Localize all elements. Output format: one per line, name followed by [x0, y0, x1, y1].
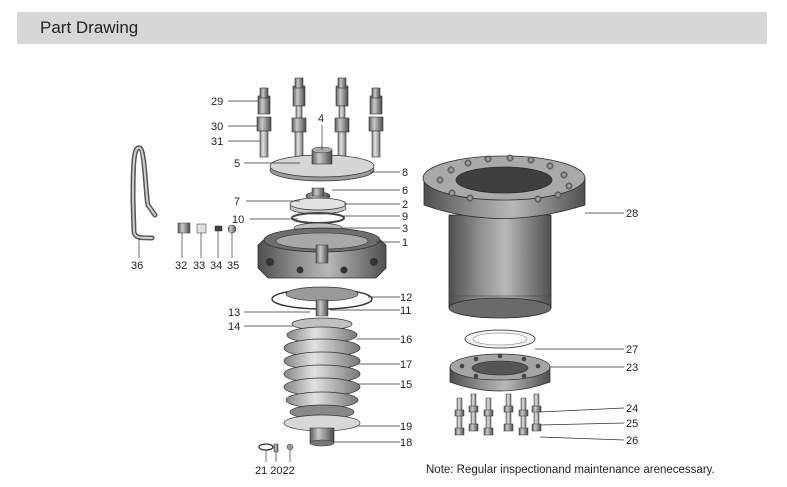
section-header-bar: Part Drawing: [17, 12, 767, 44]
callout-4: 4: [318, 113, 324, 125]
callout-26: 26: [626, 435, 638, 447]
callout-16: 16: [400, 334, 412, 346]
callout-23: 23: [626, 362, 638, 374]
callout-29: 29: [211, 96, 223, 108]
callout-2: 2: [402, 199, 408, 211]
callout-30: 30: [211, 121, 223, 133]
leader-lines: [138, 100, 625, 462]
callout-5: 5: [234, 158, 240, 170]
gasket-ring: [464, 329, 536, 349]
small-hardware-21-20-22: [258, 443, 294, 453]
small-parts-32-35: [177, 222, 237, 234]
stud-bolt-assembly: [256, 77, 384, 163]
callout-14: 14: [228, 321, 240, 333]
washer-stack: [289, 187, 347, 234]
callout-25: 25: [626, 418, 638, 430]
callout-28: 28: [626, 208, 638, 220]
callout-31: 31: [211, 136, 223, 148]
callout-36: 36: [131, 260, 143, 272]
hook-handle: [130, 145, 158, 241]
callout-12: 12: [400, 292, 412, 304]
callout-11: 11: [400, 305, 411, 317]
callout-27: 27: [626, 344, 638, 356]
callout-8: 8: [402, 167, 408, 179]
callout-labels: 29 30 31 4 5 8 6 7 2 10 9 3 1 12 13 11 1…: [131, 96, 638, 477]
callout-24: 24: [626, 403, 638, 415]
section-title: Part Drawing: [40, 18, 139, 37]
callout-10: 10: [232, 214, 244, 226]
callout-18: 18: [400, 437, 412, 449]
callout-34: 34: [210, 260, 222, 272]
callout-7: 7: [234, 196, 240, 208]
outer-housing-cylinder: [422, 154, 586, 319]
maintenance-note: Note: Regular inspectionand maintenance …: [426, 464, 715, 476]
callout-1: 1: [402, 237, 408, 249]
valve-body: [257, 227, 387, 279]
callout-21-20-22: 21 2022: [255, 465, 295, 477]
callout-15: 15: [400, 379, 412, 391]
callout-35: 35: [227, 260, 239, 272]
callout-9: 9: [402, 211, 408, 223]
callout-13: 13: [228, 307, 240, 319]
disc-spring-stack: [283, 326, 361, 420]
bottom-flange: [449, 353, 551, 392]
top-cover-plate: [269, 146, 375, 182]
callout-32: 32: [175, 260, 187, 272]
callout-19: 19: [400, 421, 412, 433]
bottom-plate-and-nut: [283, 414, 361, 447]
callout-33: 33: [193, 260, 205, 272]
callout-17: 17: [400, 359, 412, 371]
callout-6: 6: [402, 185, 408, 197]
flange-bolt-set: [454, 393, 542, 436]
callout-3: 3: [402, 223, 408, 235]
seal-ring-group: [271, 286, 373, 331]
